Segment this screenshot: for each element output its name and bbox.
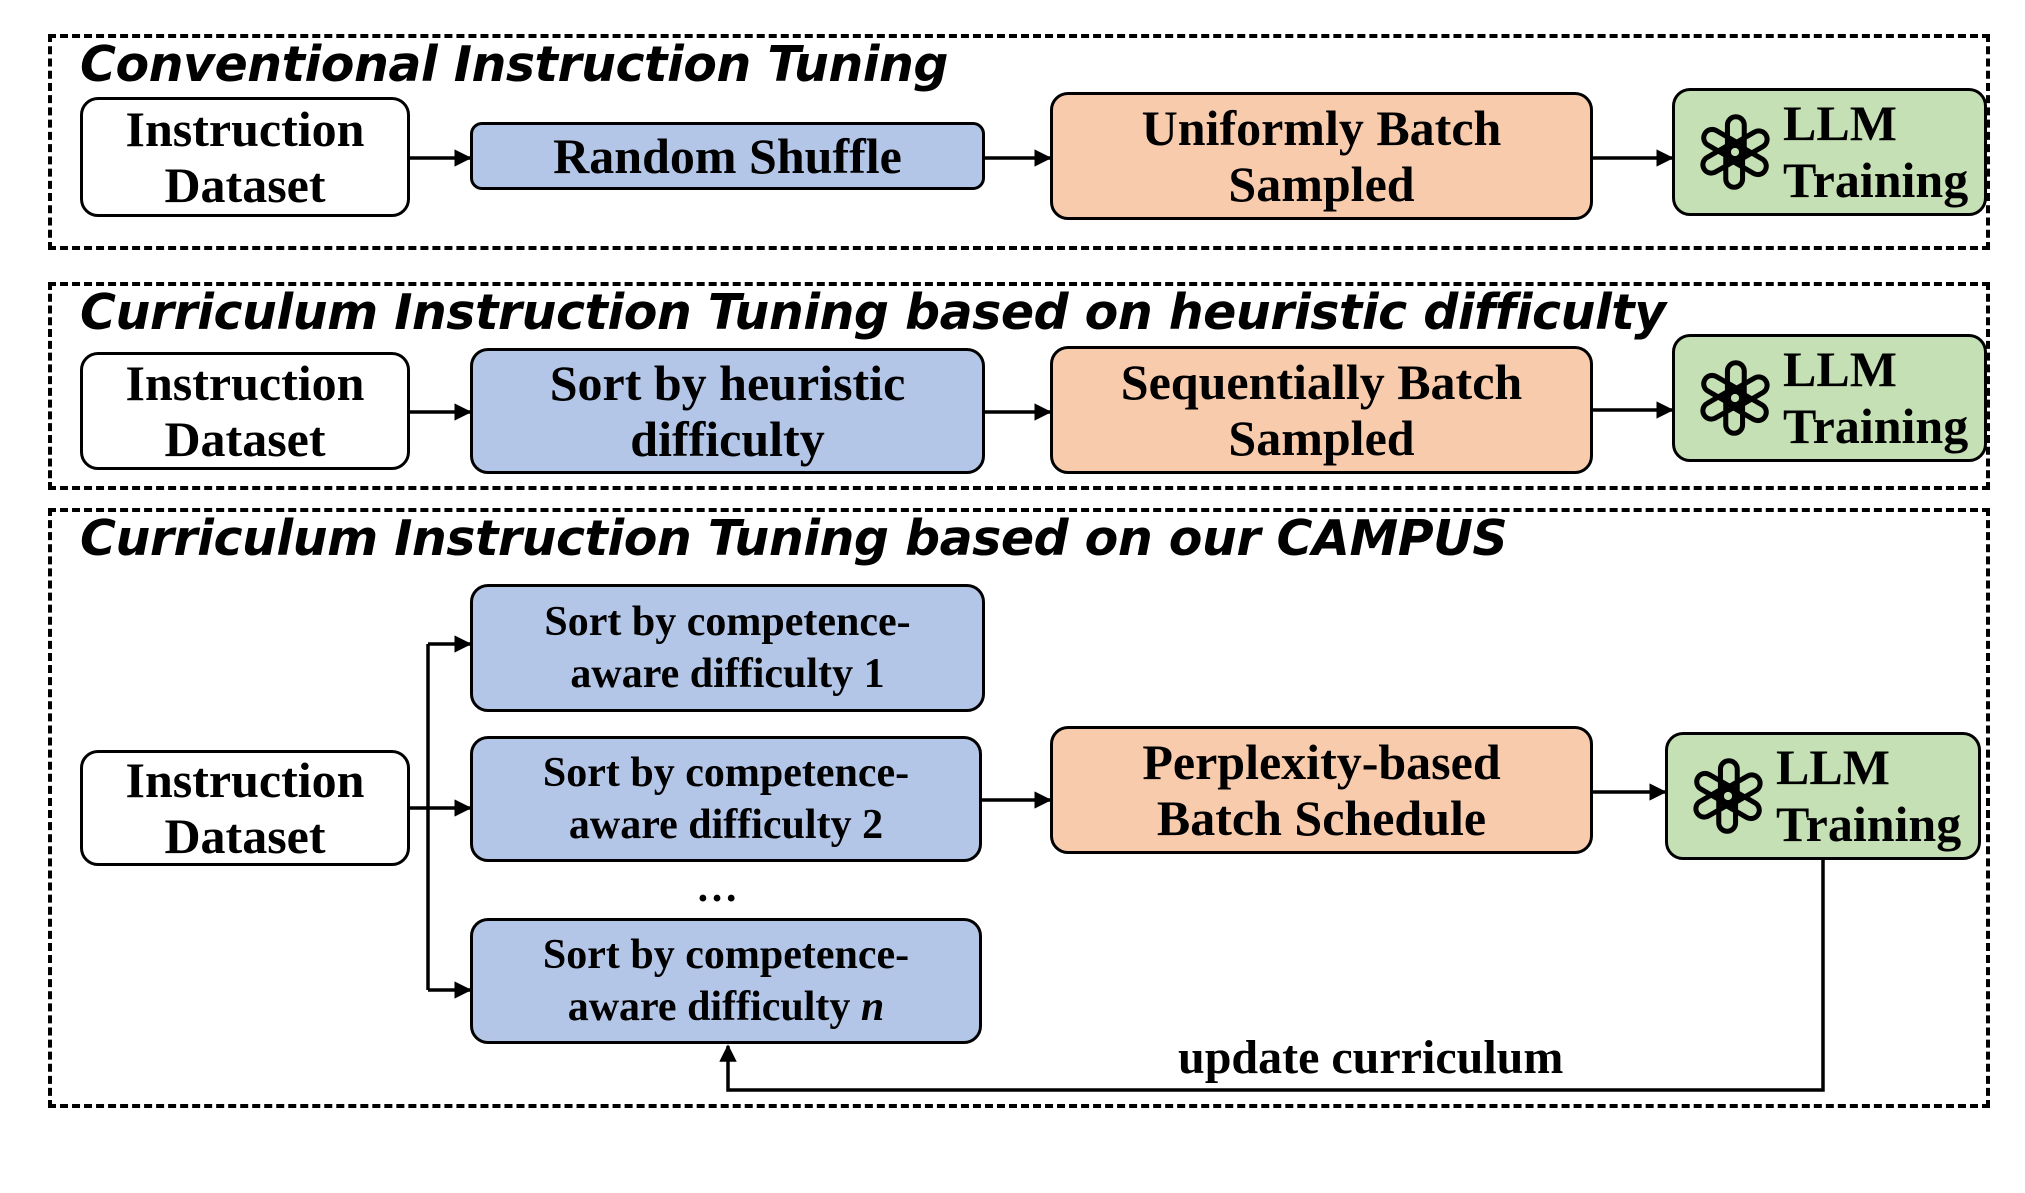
competence-sort-line1: Sort by competence- (542, 749, 910, 796)
panel-heuristic (48, 282, 1990, 490)
ellipsis: … (696, 865, 738, 911)
competence-sort-index: n (860, 984, 885, 1030)
competence-sort-line2: aware difficulty (567, 984, 851, 1030)
competence-sort-box-2: Sort by competence-aware difficulty 2 (470, 736, 982, 862)
openai-knot-icon (1700, 114, 1770, 190)
competence-sort-line2: aware difficulty (568, 802, 852, 848)
llm-training-line1: LLM (1776, 738, 1890, 795)
heuristic-sort-line2: difficulty (630, 411, 825, 467)
perplexity-schedule-line1: Perplexity-based (1142, 733, 1501, 790)
update-curriculum-label: update curriculum (1178, 1031, 1564, 1084)
panel-conventional (48, 34, 1990, 250)
dataset-line1: Instruction (125, 354, 365, 411)
dataset-line2: Dataset (164, 157, 326, 213)
random-shuffle-box: Random Shuffle (470, 122, 985, 190)
openai-knot-icon (1700, 360, 1770, 436)
competence-sort-line2: aware difficulty (570, 651, 854, 697)
dataset-line1: Instruction (125, 751, 365, 808)
knot-petal (1694, 770, 1738, 806)
panel-title-heuristic: Curriculum Instruction Tuning based on h… (80, 284, 1666, 341)
uniform-batch-line2: Sampled (1228, 156, 1415, 212)
panel-title-conventional: Conventional Instruction Tuning (80, 36, 949, 93)
dataset-line2: Dataset (164, 808, 326, 864)
competence-sort-box-n: Sort by competence-aware difficulty n (470, 918, 982, 1044)
competence-sort-line1: Sort by competence- (544, 598, 911, 645)
llm-training-line2: Training (1783, 398, 1969, 454)
panel-campus (48, 508, 1990, 1108)
knot-petal (1701, 126, 1745, 162)
llm-training-line1: LLM (1783, 94, 1897, 151)
uniform-batch-line1: Uniformly Batch (1141, 99, 1502, 156)
llm-training-line2: Training (1776, 796, 1962, 852)
llm-training-line2: Training (1783, 152, 1969, 208)
competence-sort-index: 1 (863, 651, 885, 697)
dataset-line1: Instruction (125, 100, 365, 157)
knot-petal (1701, 372, 1745, 408)
heuristic-sort-line1: Sort by heuristic (549, 354, 906, 411)
competence-sort-line1: Sort by competence- (542, 931, 910, 978)
llm-training-line1: LLM (1783, 340, 1897, 397)
competence-sort-index: 2 (862, 802, 884, 848)
feedback-arrow (719, 860, 1825, 1092)
panel-title-campus: Curriculum Instruction Tuning based on o… (80, 510, 1508, 567)
perplexity-schedule-line2: Batch Schedule (1156, 790, 1487, 846)
sequential-batch-line2: Sampled (1228, 410, 1415, 466)
dataset-line2: Dataset (164, 411, 326, 467)
sequential-batch-line1: Sequentially Batch (1120, 353, 1523, 410)
random-shuffle-label: Random Shuffle (553, 127, 902, 184)
openai-knot-icon (1693, 758, 1763, 834)
